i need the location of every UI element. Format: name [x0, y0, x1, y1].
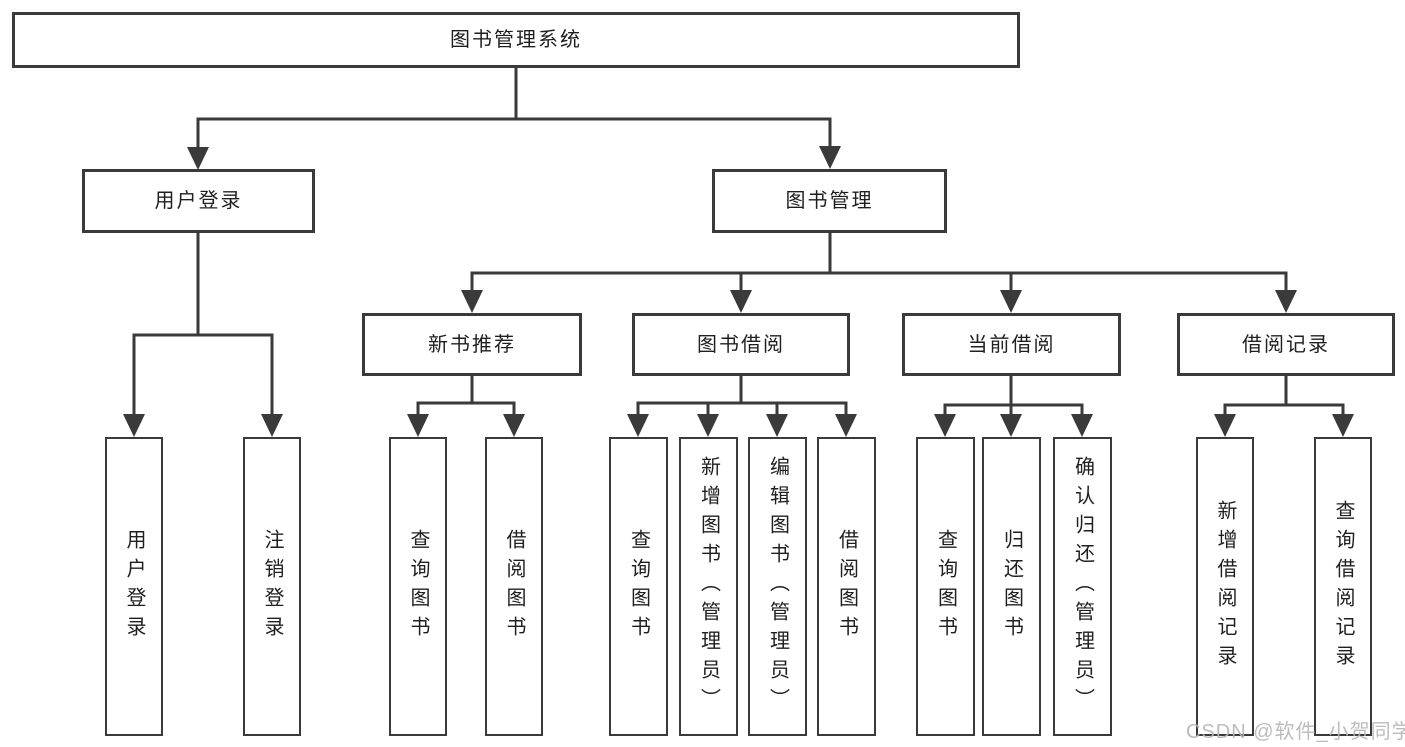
node-label: 查询图书 [934, 528, 957, 645]
connector-newbook-to-leaves [416, 374, 516, 420]
node-leaf-borrow-books-1: 借阅图书 [485, 437, 543, 736]
node-label: 查询图书 [627, 528, 650, 645]
node-new-book-recommend: 新书推荐 [362, 313, 582, 376]
node-label: 编辑图书（管理员） [766, 456, 789, 717]
connector-paths [132, 66, 1345, 420]
arrow-icon [1332, 414, 1354, 437]
arrow-icon [1000, 414, 1022, 437]
arrow-icon [766, 414, 788, 437]
arrow-icon [835, 414, 857, 437]
arrow-icon [123, 414, 145, 437]
arrow-icon [1214, 414, 1236, 437]
node-label: 新书推荐 [428, 333, 516, 356]
arrow-icon [407, 414, 429, 437]
node-label: 查询借阅记录 [1332, 499, 1354, 674]
node-current-borrow: 当前借阅 [902, 313, 1121, 376]
arrow-icon [934, 414, 956, 437]
arrow-icon [1071, 414, 1093, 437]
node-leaf-return-books: 归还图书 [982, 437, 1041, 736]
node-leaf-add-books-admin: 新增图书（管理员） [679, 437, 738, 736]
node-label: 新增借阅记录 [1214, 499, 1236, 674]
csdn-watermark: CSDN @软件_小贺同学 [1186, 721, 1405, 743]
node-label: 用户登录 [154, 190, 243, 212]
node-label: 借阅记录 [1242, 333, 1330, 356]
node-leaf-logout: 注销登录 [243, 437, 301, 736]
connector-userlogin-to-leaves [132, 231, 274, 420]
arrow-icon [730, 290, 752, 313]
node-label: 归还图书 [1000, 528, 1023, 645]
node-leaf-add-borrow-record: 新增借阅记录 [1196, 437, 1254, 736]
node-leaf-query-books-3: 查询图书 [916, 437, 975, 736]
connector-borrow-to-leaves [636, 374, 848, 420]
node-leaf-edit-books-admin: 编辑图书（管理员） [748, 437, 807, 736]
connector-root-to-level2 [196, 66, 832, 152]
node-label: 图书管理系统 [450, 29, 582, 51]
node-user-login: 用户登录 [82, 169, 315, 233]
arrow-icon [261, 414, 283, 437]
node-label: 查询图书 [407, 528, 429, 645]
node-label: 图书管理 [785, 190, 874, 212]
node-leaf-query-books-1: 查询图书 [389, 437, 447, 736]
arrow-icon [461, 290, 483, 313]
node-label: 借阅图书 [503, 528, 525, 645]
node-label: 注销登录 [261, 528, 283, 645]
node-book-borrow: 图书借阅 [632, 313, 850, 376]
node-leaf-query-borrow-record: 查询借阅记录 [1314, 437, 1372, 736]
connector-bookmgmt-to-level3 [470, 231, 1288, 297]
node-label: 确认归还（管理员） [1071, 456, 1094, 717]
node-book-management: 图书管理 [712, 169, 947, 233]
node-label: 新增图书（管理员） [697, 456, 720, 717]
arrowheads [123, 146, 1354, 437]
node-label: 借阅图书 [835, 528, 858, 645]
arrow-icon [819, 146, 841, 169]
arrow-icon [187, 147, 209, 170]
arrow-icon [697, 414, 719, 437]
arrow-icon [1000, 290, 1022, 313]
node-root-system: 图书管理系统 [12, 12, 1020, 68]
arrow-icon [627, 414, 649, 437]
node-label: 用户登录 [123, 528, 145, 645]
arrow-icon [1275, 290, 1297, 313]
connector-current-to-leaves [943, 374, 1084, 420]
node-label: 当前借阅 [967, 333, 1056, 356]
node-leaf-query-books-2: 查询图书 [609, 437, 668, 736]
connector-records-to-leaves [1223, 374, 1345, 420]
node-leaf-confirm-return-admin: 确认归还（管理员） [1053, 437, 1112, 736]
node-label: 图书借阅 [697, 333, 785, 356]
arrow-icon [503, 414, 525, 437]
node-leaf-borrow-books-2: 借阅图书 [817, 437, 876, 736]
node-leaf-user-login: 用户登录 [105, 437, 163, 736]
node-borrow-records: 借阅记录 [1177, 313, 1395, 376]
